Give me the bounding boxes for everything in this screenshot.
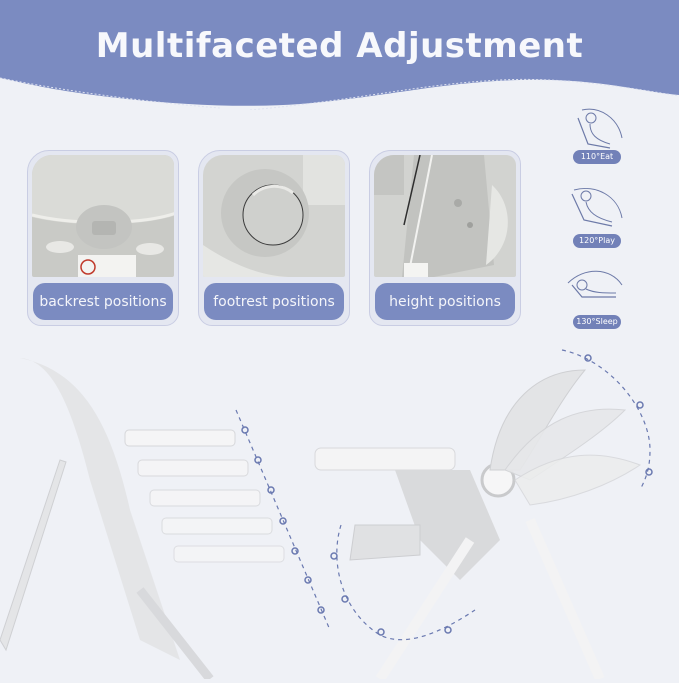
page-title: Multifaceted Adjustment bbox=[95, 26, 584, 66]
illustration-area bbox=[0, 340, 679, 682]
height-photo bbox=[374, 155, 516, 277]
recline-angle-badge: 110°Eat bbox=[573, 150, 621, 164]
recline-mode-eat: 110°Eat bbox=[560, 100, 630, 168]
footrest-photo bbox=[203, 155, 345, 277]
backrest-photo bbox=[32, 155, 174, 277]
high-chair-height-levels bbox=[0, 358, 331, 682]
recline-mode-play: 120°Play bbox=[560, 182, 630, 250]
recline-angle-badge: 120°Play bbox=[573, 234, 621, 248]
wave-banner-shape bbox=[0, 0, 679, 111]
feature-card-footrest: footrest positions bbox=[198, 150, 350, 326]
feature-card-backrest: backrest positions bbox=[27, 150, 179, 326]
high-chair-backrest-footrest-angles bbox=[314, 349, 653, 682]
feature-card-height: height positions bbox=[369, 150, 521, 326]
baby-reclined-icon bbox=[571, 188, 623, 227]
recline-angle-badge: 130°Sleep bbox=[573, 315, 621, 329]
height-positions-label: height positions bbox=[375, 283, 515, 320]
header-banner: Multifaceted Adjustment bbox=[0, 0, 679, 111]
backrest-positions-label: backrest positions bbox=[33, 283, 173, 320]
baby-lying-icon bbox=[567, 270, 623, 298]
recline-mode-sleep: 130°Sleep bbox=[560, 263, 630, 331]
baby-seated-icon bbox=[577, 108, 623, 149]
footrest-positions-label: footrest positions bbox=[204, 283, 344, 320]
